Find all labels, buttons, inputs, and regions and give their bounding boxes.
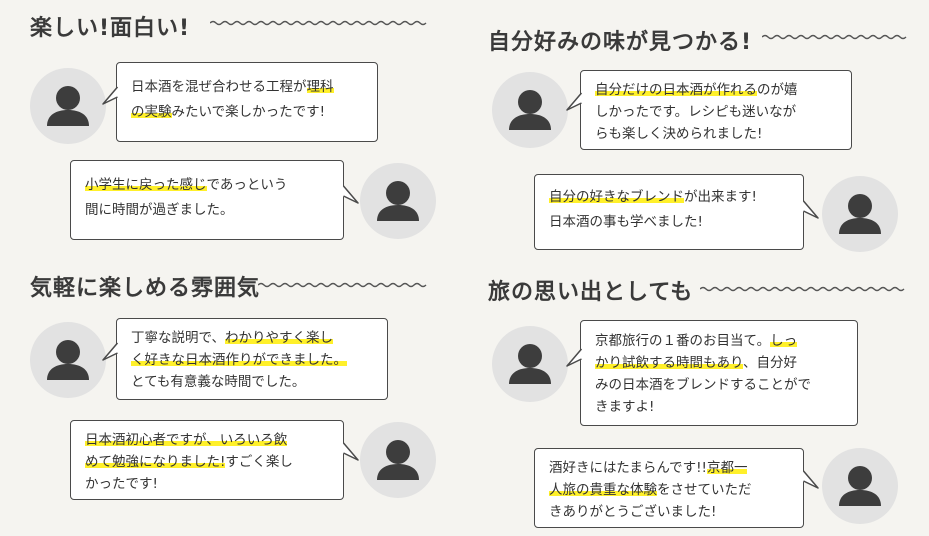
comment-bubble: 丁寧な説明で、わかりやすく楽しく好きな日本酒作りができました。とても有意義な時間… [116, 318, 388, 400]
comment-line: かり試飲する時間もあり、自分好 [595, 352, 843, 374]
avatar [360, 163, 436, 239]
highlighted-text: 自分だけの日本酒が作れる [595, 82, 757, 98]
comment-text: きありがとうございました! [549, 504, 717, 520]
comment-bubble: 酒好きにはたまらんです!!京都一人旅の貴重な体験をさせていただきありがとうござい… [534, 448, 804, 528]
comment-text: 京都旅行の１番のお目当て。 [595, 333, 771, 349]
comment-text: をさせていただ [657, 482, 752, 498]
user-silhouette-icon [47, 340, 89, 380]
comment-text: きますよ! [595, 399, 655, 415]
comment-text: かったです! [85, 476, 158, 492]
comment-line: 自分の好きなブレンドが出来ます! [549, 185, 789, 210]
highlighted-text: わかりやすく楽し [224, 330, 333, 346]
wavy-divider [258, 282, 427, 288]
comment-text: みたいで楽しかったです! [171, 104, 326, 120]
comment-bubble: 小学生に戻った感じであっという間に時間が過ぎました。 [70, 160, 344, 240]
avatar [492, 72, 568, 148]
comment-text: であっという [206, 177, 288, 193]
highlighted-text: の実験 [131, 104, 172, 120]
section-heading-fun: 楽しい!面白い! [30, 16, 191, 41]
comment-bubble: 日本酒を混ぜ合わせる工程が理科の実験みたいで楽しかったです! [116, 62, 378, 142]
highlighted-text: しっ [770, 333, 798, 349]
user-silhouette-icon [509, 344, 551, 384]
user-silhouette-icon [839, 194, 881, 234]
section-heading-relaxed-atmosphere: 気軽に楽しめる雰囲気 [30, 276, 261, 301]
comment-line: 間に時間が過ぎました。 [85, 198, 329, 223]
comment-line: しかったです。レシピも迷いなが [595, 101, 837, 123]
comment-text: 丁寧な説明で、 [131, 330, 225, 346]
avatar [360, 422, 436, 498]
comment-line: 酒好きにはたまらんです!!京都一 [549, 457, 789, 479]
comment-text: 日本酒を混ぜ合わせる工程が [131, 79, 307, 95]
comment-line: 小学生に戻った感じであっという [85, 173, 329, 198]
highlighted-text: く好きな日本酒作りができました。 [131, 352, 347, 368]
comment-text: とても有意義な時間でした。 [131, 374, 306, 390]
avatar [822, 448, 898, 524]
highlighted-text: 人旅の貴重な体験 [549, 482, 657, 498]
comment-line: 日本酒を混ぜ合わせる工程が理科 [131, 75, 363, 100]
comment-line: 日本酒の事も学べました! [549, 210, 789, 235]
avatar [30, 322, 106, 398]
comment-line: 人旅の貴重な体験をさせていただ [549, 479, 789, 501]
comment-line: く好きな日本酒作りができました。 [131, 349, 373, 371]
comment-bubble: 京都旅行の１番のお目当て。しっかり試飲する時間もあり、自分好みの日本酒をブレンド… [580, 320, 858, 426]
bubble-tail [566, 348, 583, 367]
avatar [30, 68, 106, 144]
comment-bubble: 日本酒初心者ですが、いろいろ飲めて勉強になりました!すごく楽しかったです! [70, 420, 344, 500]
comment-line: きありがとうございました! [549, 501, 789, 523]
comment-line: とても有意義な時間でした。 [131, 371, 373, 393]
comment-text: らも楽しく決められました! [595, 126, 763, 142]
bubble-tail [102, 342, 119, 361]
user-silhouette-icon [47, 86, 89, 126]
highlighted-text: 日本酒初心者ですが、いろいろ飲 [85, 432, 288, 448]
section-heading-travel-memory: 旅の思い出としても [488, 280, 694, 305]
bubble-tail [802, 470, 819, 489]
user-silhouette-icon [509, 90, 551, 130]
comment-line: かったです! [85, 473, 329, 495]
comment-text: すごく楽し [225, 454, 293, 470]
comment-line: 自分だけの日本酒が作れるのが嬉 [595, 79, 837, 101]
bubble-tail [342, 442, 359, 461]
highlighted-text: 理科 [306, 79, 334, 95]
highlighted-text: 小学生に戻った感じ [85, 177, 207, 193]
comment-line: きますよ! [595, 396, 843, 418]
highlighted-text: 自分の好きなブレンド [549, 189, 684, 205]
avatar [492, 326, 568, 402]
wavy-divider [210, 20, 427, 26]
comment-line: みの日本酒をブレンドすることがで [595, 374, 843, 396]
comment-text: 酒好きにはたまらんです!! [549, 460, 707, 476]
comment-text: みの日本酒をブレンドすることがで [595, 377, 811, 393]
comment-line: めて勉強になりました!すごく楽し [85, 451, 329, 473]
comment-text: 間に時間が過ぎました。 [85, 202, 234, 218]
highlighted-text: かり試飲する時間もあり [595, 355, 743, 371]
comment-line: 丁寧な説明で、わかりやすく楽し [131, 327, 373, 349]
comment-text: 、自分好 [742, 355, 797, 371]
bubble-tail [102, 86, 119, 105]
highlighted-text: 京都一 [706, 460, 748, 476]
user-silhouette-icon [839, 466, 881, 506]
comment-bubble: 自分だけの日本酒が作れるのが嬉しかったです。レシピも迷いながらも楽しく決められま… [580, 70, 852, 150]
comment-line: の実験みたいで楽しかったです! [131, 100, 363, 125]
comment-text: のが嬉 [757, 82, 798, 98]
bubble-tail [566, 92, 583, 111]
avatar [822, 176, 898, 252]
wavy-divider [762, 34, 907, 40]
section-heading-find-taste: 自分好みの味が見つかる! [488, 30, 753, 55]
comment-text: が出来ます! [684, 189, 757, 205]
comment-line: 京都旅行の１番のお目当て。しっ [595, 330, 843, 352]
comment-text: 日本酒の事も学べました! [549, 214, 703, 230]
comment-line: 日本酒初心者ですが、いろいろ飲 [85, 429, 329, 451]
wavy-divider [700, 286, 905, 292]
bubble-tail [802, 200, 819, 219]
comment-line: らも楽しく決められました! [595, 123, 837, 145]
comment-text: しかったです。レシピも迷いなが [595, 104, 797, 120]
comment-bubble: 自分の好きなブレンドが出来ます! 日本酒の事も学べました! [534, 174, 804, 250]
bubble-tail [342, 185, 359, 204]
user-silhouette-icon [377, 181, 419, 221]
highlighted-text: めて勉強になりました! [85, 454, 226, 470]
user-silhouette-icon [377, 440, 419, 480]
